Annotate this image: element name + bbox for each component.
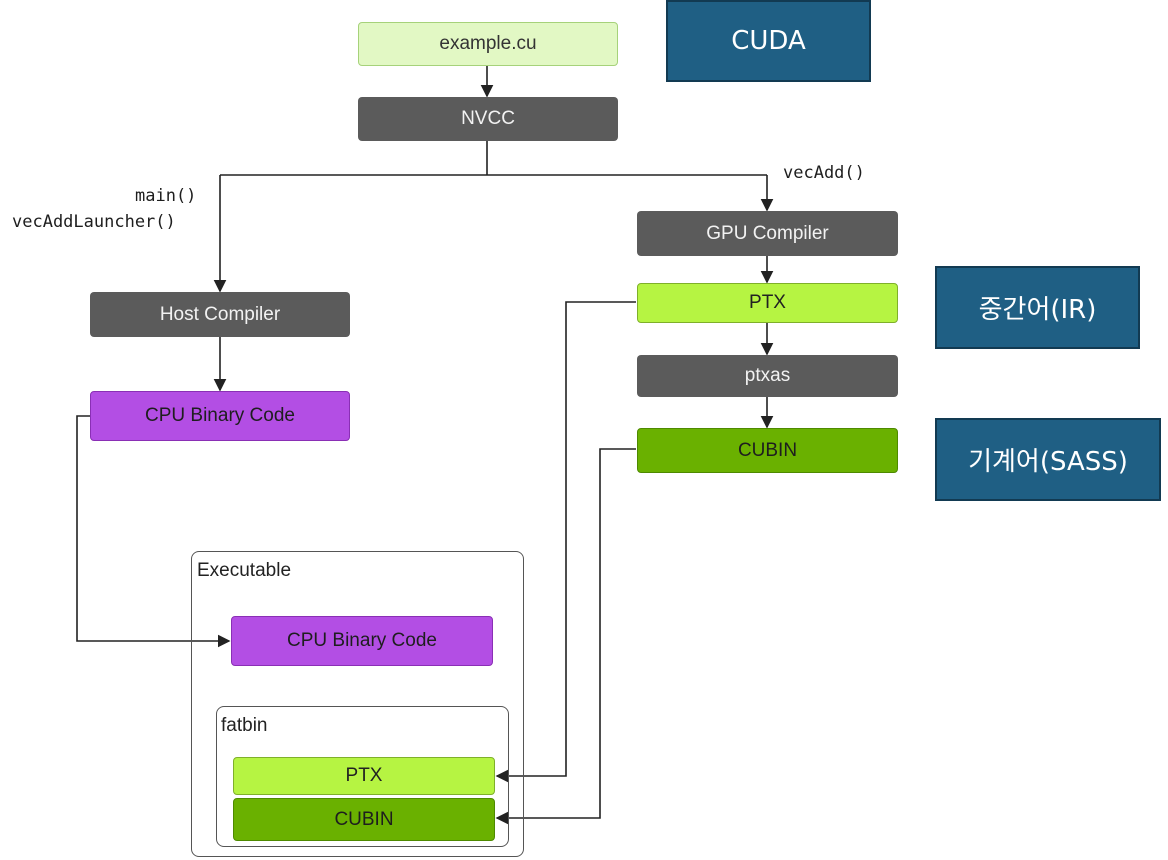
cpu-binary-label: CPU Binary Code <box>145 405 295 426</box>
cubin-label: CUBIN <box>737 439 798 461</box>
cuda-annotation-label: CUDA <box>731 26 806 56</box>
cpu-binary-node: CPU Binary Code <box>90 391 350 441</box>
sass-annotation-label: 기계어(SASS) <box>968 447 1128 477</box>
source-file-label: example.cu <box>439 33 537 54</box>
cuda-annotation: CUDA <box>666 0 871 82</box>
ir-annotation-label: 중간어(IR) <box>978 295 1097 325</box>
sass-annotation: 기계어(SASS) <box>935 418 1161 501</box>
host-function-label-main: main() <box>135 186 197 206</box>
executable-label: Executable <box>197 560 292 581</box>
host-compiler-node: Host Compiler <box>90 292 350 337</box>
host-compiler-label: Host Compiler <box>159 303 281 325</box>
source-file-node: example.cu <box>358 22 618 66</box>
executable-container: Executable <box>191 551 524 857</box>
host-function-label-launcher: vecAddLauncher() <box>12 212 176 232</box>
executable-cpu-binary-node: CPU Binary Code <box>231 616 493 666</box>
ptx-node: PTX <box>637 283 898 323</box>
executable-cpu-binary-label: CPU Binary Code <box>287 630 437 651</box>
ptx-label: PTX <box>749 292 786 313</box>
nvcc-label: NVCC <box>461 108 515 129</box>
cubin-node: CUBIN <box>637 428 898 473</box>
fatbin-ptx-label: PTX <box>345 765 383 786</box>
ir-annotation: 중간어(IR) <box>935 266 1140 349</box>
ptxas-node: ptxas <box>637 355 898 397</box>
gpu-compiler-node: GPU Compiler <box>637 211 898 256</box>
fatbin-label: fatbin <box>221 715 268 736</box>
fatbin-cubin-label: CUBIN <box>334 808 394 830</box>
fatbin-cubin-node: CUBIN <box>233 798 495 841</box>
ptxas-label: ptxas <box>744 365 791 386</box>
device-function-label: vecAdd() <box>783 163 865 183</box>
nvcc-node: NVCC <box>358 97 618 141</box>
fatbin-container: fatbin <box>216 706 509 847</box>
gpu-compiler-label: GPU Compiler <box>706 222 829 244</box>
fatbin-ptx-node: PTX <box>233 757 495 795</box>
